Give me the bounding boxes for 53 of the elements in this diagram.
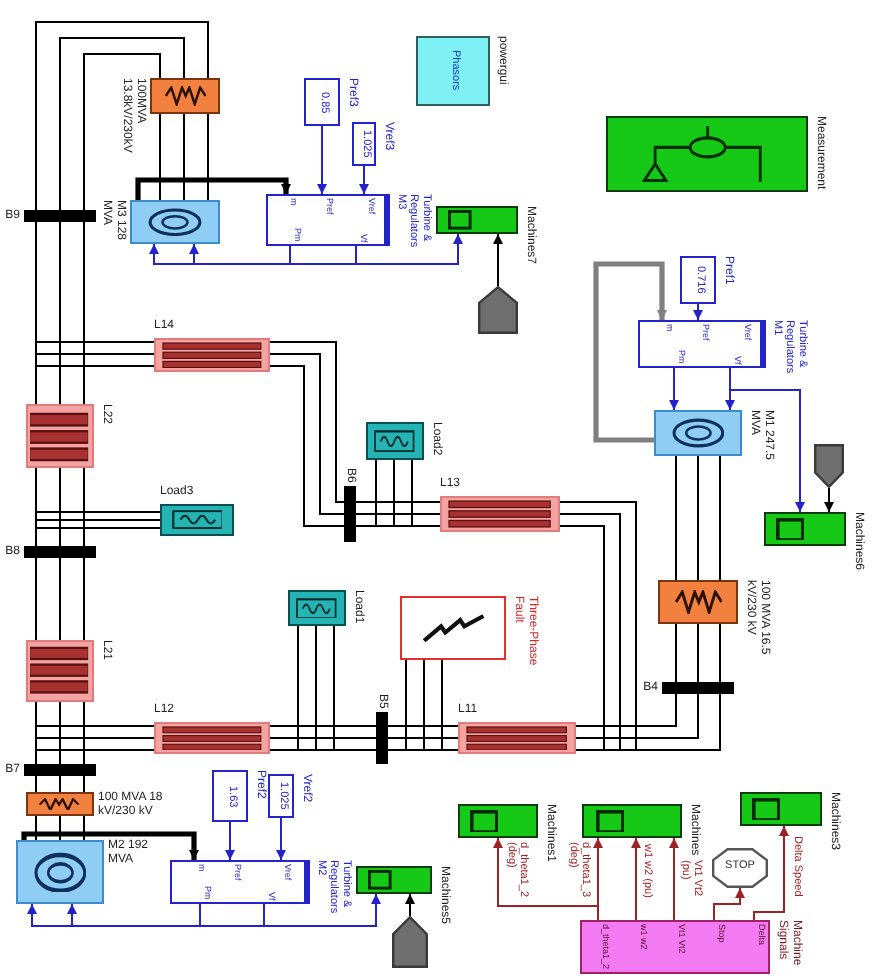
arrow (189, 243, 357, 265)
arrow (493, 233, 503, 287)
arrow (593, 837, 603, 921)
arrow (753, 825, 789, 921)
arrow (149, 243, 291, 265)
three-phase-wire (35, 21, 209, 211)
arrow (225, 821, 235, 861)
three-phase-wire (387, 725, 443, 751)
three-phase-wire (35, 365, 85, 405)
three-phase-wire (159, 113, 209, 201)
arrow (824, 487, 834, 513)
arrow (263, 893, 381, 927)
three-phase-wire (405, 659, 443, 751)
three-phase-wire (35, 725, 85, 765)
three-phase-wire (559, 501, 637, 751)
three-phase-wire (35, 725, 155, 751)
three-phase-wire (375, 459, 413, 527)
three-phase-wire (35, 557, 85, 641)
three-phase-wire (35, 341, 155, 367)
three-phase-wire (269, 341, 345, 527)
three-phase-wire (35, 815, 85, 841)
three-phase-wire (575, 725, 605, 751)
arrow (693, 303, 703, 321)
three-phase-wire (297, 725, 377, 751)
arrow (669, 367, 679, 411)
three-phase-wire (355, 501, 413, 527)
arrow (405, 893, 415, 917)
arrow (359, 165, 369, 195)
arrow (631, 837, 641, 921)
three-phase-wire (675, 455, 721, 581)
three-phase-wire (35, 511, 161, 529)
arrow (317, 125, 327, 195)
three-phase-wire (411, 501, 441, 527)
arrow (135, 177, 291, 200)
three-phase-wire (675, 623, 721, 683)
three-phase-wire (35, 775, 85, 793)
three-phase-wire (297, 625, 335, 751)
three-phase-wire (35, 511, 85, 547)
three-phase-wire (35, 221, 85, 367)
arrow (67, 903, 265, 927)
arrow (729, 367, 805, 513)
arrow (713, 887, 745, 921)
arrow (669, 837, 679, 921)
three-phase-wire (269, 725, 299, 751)
arrow (593, 261, 667, 443)
three-phase-wire (441, 725, 459, 751)
arrow (276, 817, 286, 861)
three-phase-wire (603, 693, 721, 751)
arrow (355, 233, 463, 265)
three-phase-wire (35, 701, 85, 727)
arrow (27, 903, 201, 927)
three-phase-wire (35, 467, 85, 513)
arrow (21, 831, 199, 860)
